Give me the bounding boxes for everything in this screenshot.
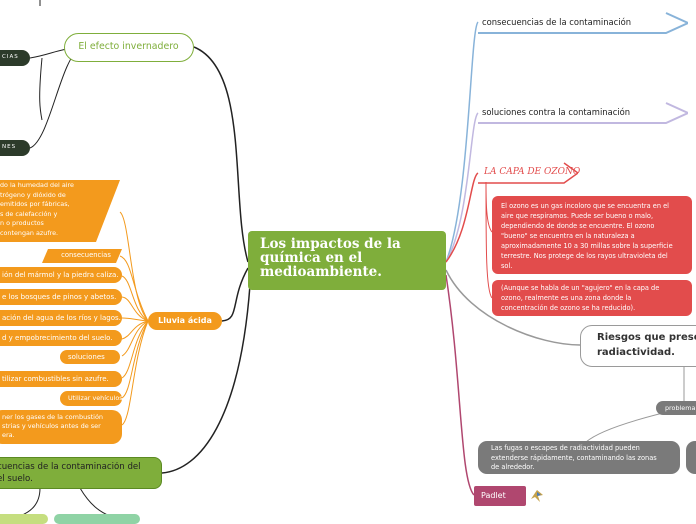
ozone-hole-note[interactable]: (Aunque se habla de un "agujero" en la c…: [492, 280, 692, 316]
ozone-definition-line: El ozono es un gas incoloro que se encue…: [501, 202, 669, 210]
solutions-label[interactable]: soluciones: [60, 350, 120, 364]
risks-label-line: Riesgos que prese: [597, 332, 696, 343]
ozone-layer-node[interactable]: LA CAPA DE OZONO: [478, 162, 581, 184]
acid-intro-shape: [0, 180, 120, 242]
consequences-topic[interactable]: consecuencias de la contaminación: [478, 12, 688, 34]
consequence-item[interactable]: ión del mármol y la piedra caliza.: [0, 267, 122, 283]
greenhouse-sub-label-2: NES: [2, 144, 17, 150]
consequences-topic-label: consecuencias de la contaminación: [482, 17, 632, 27]
acid-intro-line: contengan azufre.: [0, 228, 59, 237]
ozone-underline: [478, 162, 578, 184]
solutions-label-text: soluciones: [68, 353, 105, 361]
consequences-label[interactable]: consecuencias: [61, 251, 111, 259]
problem-node[interactable]: problema: [656, 401, 696, 415]
greenhouse-sub-label-1: CIAS: [2, 54, 19, 60]
padlet-node[interactable]: Padlet: [474, 486, 526, 506]
risks-label-line: radiactividad.: [597, 347, 675, 358]
soil-label-line: cuencias de la contaminación del: [0, 462, 141, 472]
greenhouse-sub-node-2[interactable]: NES: [0, 140, 30, 156]
solutions-topic[interactable]: soluciones contra la contaminación: [478, 102, 688, 124]
soil-label-line: el suelo.: [0, 474, 33, 484]
leaks-line: de alrededor.: [491, 463, 535, 471]
ozone-hole-line: (Aunque se habla de un "agujero" en la c…: [501, 284, 660, 292]
problem-label: problema: [665, 404, 696, 412]
ozone-hole-line: concentración de ozono se ha reducido).: [501, 304, 636, 312]
solution-text: tilizar combustibles sin azufre.: [2, 375, 109, 383]
acid-rain-node[interactable]: Lluvia ácida: [148, 312, 222, 330]
acid-intro-text[interactable]: do la humedad del aire trógeno y dióxido…: [0, 181, 100, 241]
ozone-definition-line: dependiendo de donde se encuentre. El oz…: [501, 222, 655, 230]
ozone-hole-line: ozono, realmente es una zona donde la: [501, 294, 632, 302]
solution-item[interactable]: tilizar combustibles sin azufre.: [0, 371, 122, 387]
soil-child-node[interactable]: [0, 514, 48, 524]
leaks-line: Las fugas o escapes de radiactividad pue…: [491, 444, 640, 452]
solutions-underline: [478, 102, 688, 124]
acid-intro-line: do la humedad del aire: [0, 181, 74, 189]
padlet-icon[interactable]: [531, 490, 543, 502]
ozone-definition-line: terrestre. Nos protege de los rayos ultr…: [501, 252, 668, 260]
ozone-definition-line: "bueno" se encuentra en la naturaleza a: [501, 232, 635, 240]
consequence-text: ión del mármol y la piedra caliza.: [2, 271, 119, 279]
consequence-item[interactable]: e los bosques de pinos y abetos.: [0, 289, 122, 305]
padlet-label: Padlet: [481, 491, 506, 500]
solutions-topic-label: soluciones contra la contaminación: [482, 107, 631, 117]
consequences-underline: [478, 12, 688, 34]
ozone-definition[interactable]: El ozono es un gas incoloro que se encue…: [492, 196, 692, 274]
solution-text: Utilizar vehículos eléctricos.: [68, 394, 122, 402]
soil-contamination-node[interactable]: cuencias de la contaminación del el suel…: [0, 457, 162, 489]
solution-item[interactable]: Utilizar vehículos eléctricos.: [60, 391, 122, 406]
ozone-layer-title: LA CAPA DE OZONO: [484, 167, 581, 177]
greenhouse-label: El efecto invernadero: [78, 41, 179, 52]
acid-intro-line: trógeno y dióxido de: [0, 190, 66, 199]
central-title: Los impactos de la química en el medioam…: [260, 236, 401, 280]
consequence-text: e los bosques de pinos y abetos.: [2, 293, 117, 301]
solution-text-line: ner los gases de la combustión: [2, 413, 104, 421]
acid-intro-line: s de calefacción y: [0, 209, 58, 218]
ozone-definition-line: aire que respiramos. Puede ser bueno o m…: [501, 212, 654, 220]
solution-item[interactable]: ner los gases de la combustión strias y …: [0, 410, 122, 444]
acid-rain-label: Lluvia ácida: [158, 316, 212, 325]
consequence-item[interactable]: ación del agua de los ríos y lagos.: [0, 310, 122, 326]
radioactivity-risks-node[interactable]: Riesgos que prese radiactividad.: [580, 325, 696, 367]
acid-intro-line: n o productos: [0, 219, 44, 227]
acid-intro-line: emitidos por fábricas,: [0, 200, 70, 208]
ozone-definition-line: aproximadamente 10 a 30 millas sobre la …: [501, 242, 673, 250]
greenhouse-node[interactable]: El efecto invernadero: [64, 33, 194, 62]
greenhouse-sub-node-1[interactable]: CIAS: [0, 50, 30, 66]
soil-child-node[interactable]: [54, 514, 140, 524]
ozone-definition-line: sol.: [501, 262, 513, 270]
consequence-text: ación del agua de los ríos y lagos.: [2, 314, 121, 322]
consequence-item[interactable]: d y empobrecimiento del suelo.: [0, 330, 122, 346]
radioactive-leaks-box[interactable]: Las fugas o escapes de radiactividad pue…: [478, 441, 680, 474]
consequences-label-shape: [42, 249, 122, 263]
central-topic[interactable]: Los impactos de la química en el medioam…: [248, 231, 446, 290]
consequence-text: d y empobrecimiento del suelo.: [2, 334, 113, 342]
solution-text-line: era.: [2, 431, 15, 439]
radioactive-leaks-box-2[interactable]: [686, 441, 696, 474]
solution-text-line: strias y vehículos antes de ser: [2, 422, 101, 430]
leaks-line: extenderse rápidamente, contaminando las…: [491, 453, 657, 462]
